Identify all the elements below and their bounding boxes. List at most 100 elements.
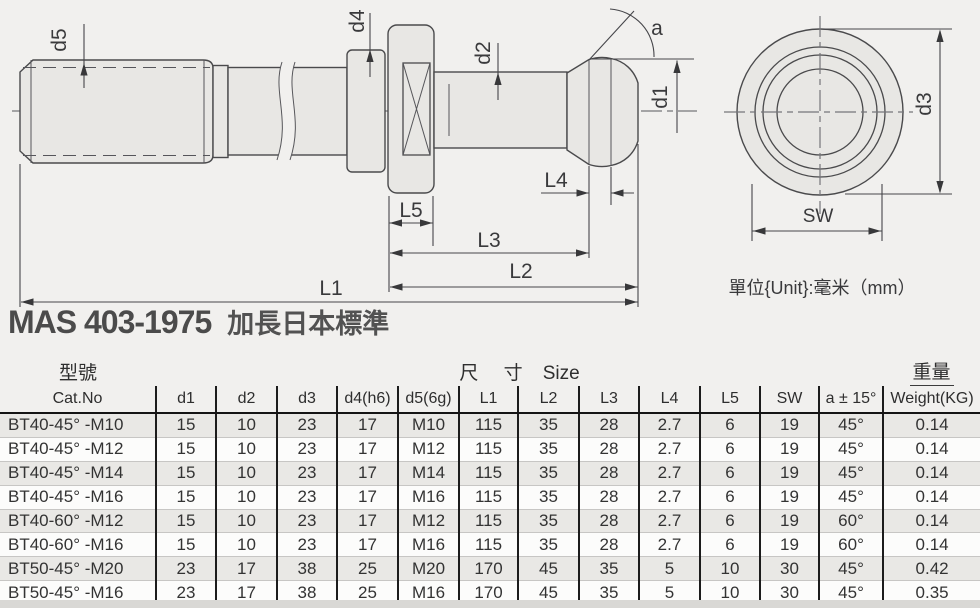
angle-a-label: a <box>651 17 663 40</box>
value-cell: 25 <box>336 556 398 581</box>
value-cell: 45° <box>817 484 884 510</box>
value-cell: 10 <box>215 532 277 557</box>
value-cell: 115 <box>458 436 518 462</box>
value-cell: 28 <box>578 532 639 557</box>
value-cell: 17 <box>336 413 398 438</box>
value-cell: 35 <box>517 436 579 462</box>
value-cell: 38 <box>276 556 337 581</box>
value-cell: 23 <box>276 532 337 557</box>
column-header: Cat.No <box>0 386 156 414</box>
l1-arrow-left <box>21 298 34 306</box>
l1-arrow-right <box>625 298 638 306</box>
value-cell: 115 <box>458 413 518 438</box>
model-group-header: 型號 <box>58 363 97 384</box>
value-cell: M20 <box>397 556 459 581</box>
sw-arrow-right <box>868 227 881 235</box>
l5-arrow-left <box>389 219 402 227</box>
column-header: d3 <box>276 386 337 414</box>
l4-arrow-left <box>576 189 589 197</box>
l3-arrow-right <box>576 249 589 257</box>
angle-arc <box>609 8 655 58</box>
model-cell: BT40-45° -M10 <box>8 415 124 435</box>
value-cell: 17 <box>336 436 398 462</box>
value-cell: 2.7 <box>638 413 700 438</box>
model-cell: BT40-45° -M14 <box>0 460 156 486</box>
value-cell: 45° <box>817 556 884 581</box>
value-cell: 0.42 <box>882 556 980 581</box>
column-header: d1 <box>155 386 216 414</box>
value-cell: 5 <box>638 556 700 581</box>
value-cell: M14 <box>397 460 459 486</box>
l5-label: L5 <box>399 199 422 222</box>
value-cell: 23 <box>276 508 337 533</box>
standard-code: MAS 403-1975 <box>8 304 212 340</box>
model-cell: BT40-45° -M16 <box>0 484 156 510</box>
value-cell: 0.14 <box>882 460 980 486</box>
side-view <box>12 8 697 194</box>
size-group-header: 尺 寸 Size <box>156 357 883 386</box>
d1-arrowhead <box>673 60 681 73</box>
column-header: L5 <box>699 386 760 414</box>
value-cell: 35 <box>517 484 579 510</box>
value-cell: 35 <box>517 413 579 438</box>
value-cell: 30 <box>759 556 819 581</box>
groove-box <box>402 62 431 156</box>
break-curve-right <box>289 61 296 161</box>
value-cell: 0.14 <box>882 484 980 510</box>
column-header: SW <box>759 386 819 414</box>
weight-group-header-cn: 重量 <box>909 357 954 386</box>
column-header: d4(h6) <box>336 386 398 414</box>
value-cell: 10 <box>215 460 277 486</box>
size-group-header-cn: 尺 寸 <box>459 363 533 384</box>
l1-label: L1 <box>319 277 342 300</box>
value-cell: 19 <box>759 460 819 486</box>
d4-arrowhead <box>366 49 374 62</box>
value-cell: 23 <box>155 556 216 581</box>
value-cell: 35 <box>517 460 579 486</box>
value-cell: 28 <box>578 436 639 462</box>
angle-reference-line <box>588 10 635 61</box>
end-view <box>724 16 952 241</box>
pull-stud-technical-drawing: d5 d4 d2 d1 a L4 L5 L3 L2 L1 d3 SW 單位{Un… <box>12 8 952 307</box>
value-cell: 0.14 <box>882 532 980 557</box>
column-header: d2 <box>215 386 277 414</box>
value-cell: 6 <box>699 460 760 486</box>
value-cell: 23 <box>276 484 337 510</box>
value-cell: M16 <box>397 532 459 557</box>
groove-diagonal-2 <box>402 62 431 156</box>
value-cell: 17 <box>215 556 277 581</box>
d2-label: d2 <box>472 41 495 64</box>
value-cell: 6 <box>699 413 760 438</box>
page-title: MAS 403-1975 加長日本標準 <box>8 302 389 341</box>
break-gap <box>277 62 296 160</box>
group-header-row: 型號 尺 寸 Size 重量 <box>0 357 980 386</box>
column-header: L2 <box>517 386 579 414</box>
value-cell: 15 <box>155 413 216 438</box>
l3-label: L3 <box>477 229 500 252</box>
size-group-header-en: Size <box>542 363 580 384</box>
d3-label: d3 <box>913 92 936 115</box>
model-cell: BT40-45° -M12 <box>0 436 156 462</box>
value-cell: M12 <box>397 436 459 462</box>
l4-label: L4 <box>544 169 568 192</box>
standard-name-cn: 加長日本標準 <box>227 309 390 339</box>
value-cell: 10 <box>215 508 277 533</box>
l2-label: L2 <box>509 260 532 283</box>
value-cell: 35 <box>578 556 639 581</box>
d3-arrow-bottom <box>936 181 944 194</box>
value-cell: 10 <box>699 556 760 581</box>
value-cell: 6 <box>699 532 760 557</box>
value-cell: 19 <box>759 436 819 462</box>
collar-d4 <box>346 49 386 173</box>
l2-arrow-right <box>625 283 638 291</box>
d1-label: d1 <box>649 85 672 108</box>
